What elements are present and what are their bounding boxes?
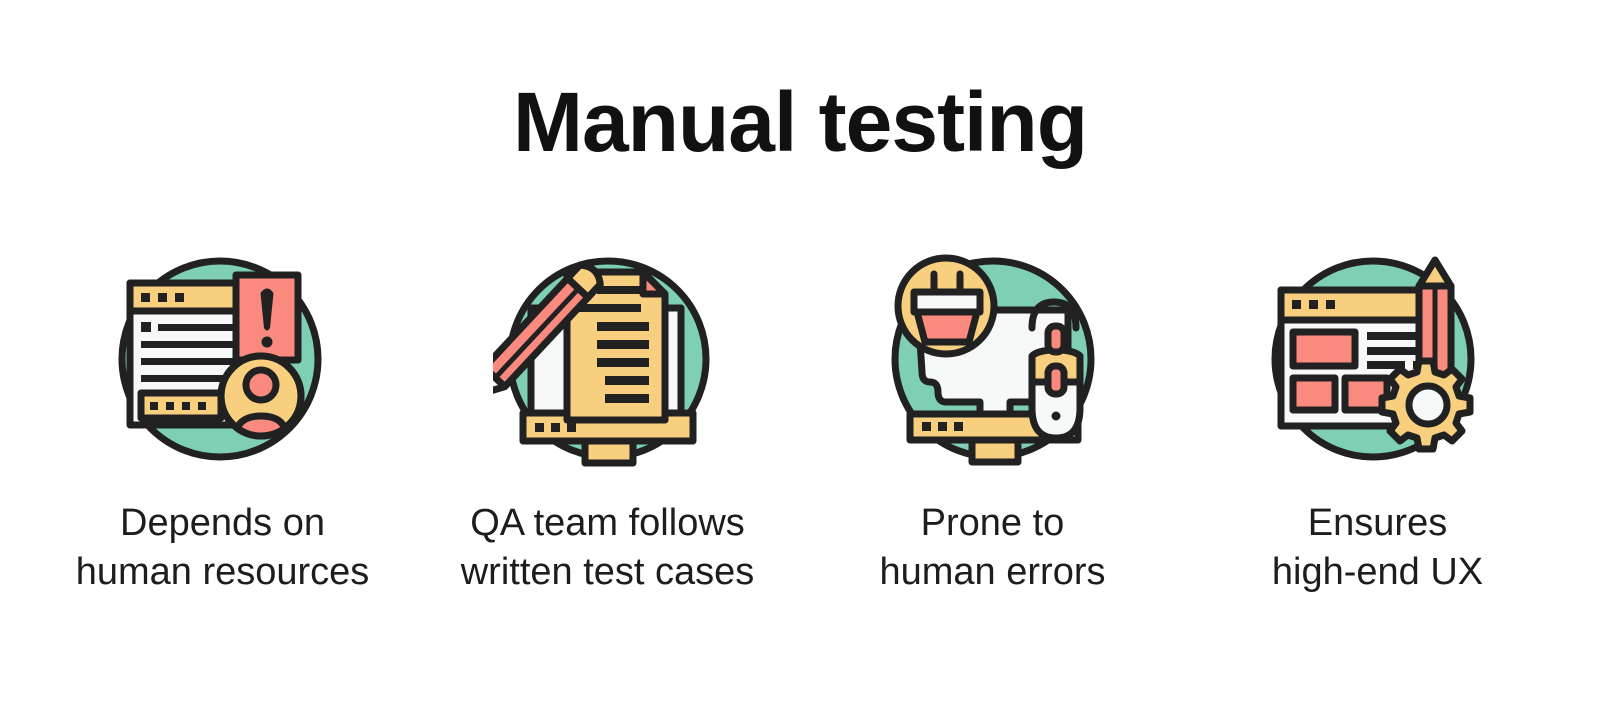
document-pencil-monitor-icon <box>492 248 723 473</box>
browser-alert-user-icon <box>108 248 338 473</box>
card-caption: Prone to human errors <box>879 502 1106 593</box>
browser-layout-pencil-gear-icon <box>1263 248 1493 473</box>
card-caption: Ensures high-end UX <box>1271 502 1484 593</box>
card-caption: Depends on human resources <box>75 502 370 593</box>
monitor-plug-mouse-icon <box>878 248 1108 473</box>
card-row: Depends on human resources <box>0 248 1600 596</box>
card-caption: QA team follows written test cases <box>460 502 755 593</box>
card-qa-team-follows-written-test-cases: QA team follows written test cases <box>415 248 800 596</box>
card-depends-on-human-resources: Depends on human resources <box>30 248 415 596</box>
page-title: Manual testing <box>512 75 1088 169</box>
card-prone-to-human-errors: Prone to human errors <box>800 248 1185 596</box>
card-ensures-high-end-ux: Ensures high-end UX <box>1185 248 1570 596</box>
